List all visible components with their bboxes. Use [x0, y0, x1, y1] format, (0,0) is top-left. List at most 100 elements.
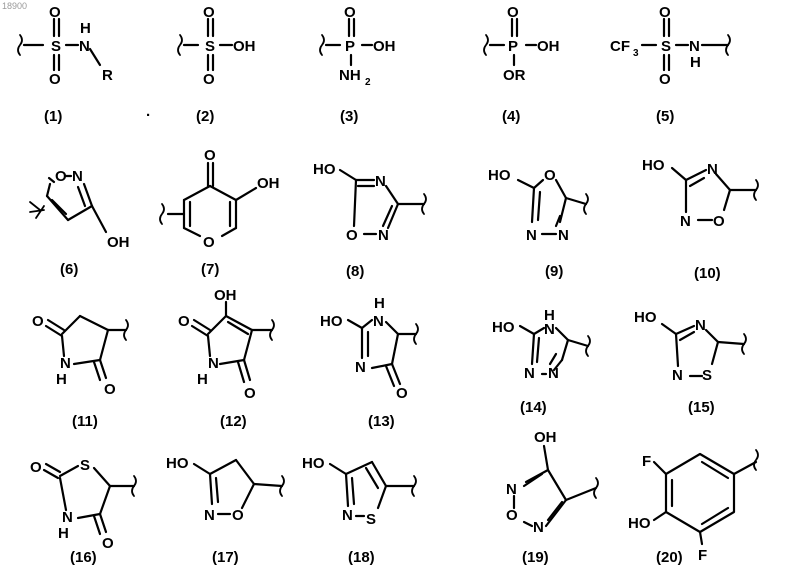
atom-ho: HO [320, 313, 343, 330]
atom-o: O [506, 507, 518, 524]
atom-n-bottom: N [680, 213, 691, 230]
atom-o: O [713, 213, 725, 230]
caption-16: (16) [70, 549, 97, 566]
atom-n: N [689, 38, 700, 55]
caption-11: (11) [72, 413, 98, 430]
subscript-2: 2 [365, 77, 371, 88]
atom-ho: HO [642, 157, 665, 174]
atom-oh: OH [233, 38, 256, 55]
atom-n-right: N [548, 365, 559, 382]
atom-n-left: N [524, 365, 535, 382]
atom-o: O [232, 507, 244, 524]
atom-o-bottom: O [203, 71, 215, 88]
caption-1: (1) [44, 108, 62, 125]
caption-9: (9) [545, 263, 563, 280]
atom-n-bottom: N [672, 367, 683, 384]
atom-h: H [197, 371, 208, 388]
atom-h: H [56, 371, 67, 388]
atom-o-carbonyl: O [204, 147, 216, 164]
atom-o: O [507, 4, 519, 21]
atom-o-bottom: O [104, 381, 116, 398]
atom-oh: OH [214, 287, 237, 304]
atom-n: N [60, 355, 71, 372]
atom-r: R [102, 67, 113, 84]
caption-15: (15) [688, 399, 715, 416]
caption-5: (5) [656, 108, 674, 125]
atom-n-top: N [506, 481, 517, 498]
atom-o-bottom: O [244, 385, 256, 402]
atom-oh: OH [373, 38, 396, 55]
atom-s: S [51, 38, 61, 55]
caption-14: (14) [520, 399, 547, 416]
caption-18: (18) [348, 549, 375, 566]
atom-ho: HO [166, 455, 189, 472]
structure-6: O N OH (6) [30, 168, 130, 278]
atom-o: O [396, 385, 408, 402]
structure-19: OH N O N (19) [506, 429, 598, 566]
atom-o-left: O [178, 313, 190, 330]
caption-6: (6) [60, 261, 78, 278]
atom-h: H [690, 54, 701, 71]
structure-7: O OH O (7) [160, 147, 280, 278]
caption-17: (17) [212, 549, 239, 566]
atom-oh: OH [257, 175, 280, 192]
watermark: 18900 [2, 1, 27, 11]
atom-o: O [544, 167, 556, 184]
atom-o-ring: O [203, 234, 215, 251]
atom-n-bottom: N [533, 519, 544, 536]
structure-12: OH O N H O (12) [178, 287, 274, 430]
atom-o-bottom: O [659, 71, 671, 88]
atom-h: H [374, 295, 385, 312]
atom-n-top: N [375, 173, 386, 190]
atom-ho: HO [313, 161, 336, 178]
atom-n-top: N [373, 313, 384, 330]
atom-n-bottom: N [378, 227, 389, 244]
structure-8: HO N O N (8) [313, 161, 426, 280]
atom-s: S [661, 38, 671, 55]
atom-n-right: N [558, 227, 569, 244]
caption-13: (13) [368, 413, 395, 430]
atom-s: S [366, 511, 376, 528]
atom-ho: HO [488, 167, 511, 184]
atom-o: O [344, 4, 356, 21]
caption-7: (7) [201, 261, 219, 278]
atom-ho: HO [302, 455, 325, 472]
structure-1: O S O H N R (1) [18, 4, 113, 125]
atom-p: P [345, 38, 355, 55]
subscript-3: 3 [633, 48, 639, 59]
structure-5: CF 3 O S O N H (5) [610, 4, 730, 125]
atom-s: S [80, 457, 90, 474]
structure-3: O P OH NH 2 (3) [320, 4, 396, 125]
atom-o-bottom: O [49, 71, 61, 88]
atom-nh: NH [339, 67, 361, 84]
atom-n: N [342, 507, 353, 524]
atom-ho: HO [634, 309, 657, 326]
stray-dot: · [146, 107, 151, 124]
atom-f-bottom: F [698, 547, 707, 564]
atom-oh: OH [534, 429, 557, 446]
structure-11: O N H O (11) [32, 313, 128, 430]
caption-8: (8) [346, 263, 364, 280]
atom-f-top: F [642, 453, 651, 470]
atom-oh: OH [537, 38, 560, 55]
atom-h: H [58, 525, 69, 542]
atom-n-top: N [707, 161, 718, 178]
structure-15: HO N N S (15) [634, 309, 746, 416]
atom-ho: HO [628, 515, 651, 532]
caption-3: (3) [340, 108, 358, 125]
atom-oh: OH [107, 234, 130, 251]
atom-or: OR [503, 67, 526, 84]
atom-n: N [208, 355, 219, 372]
atom-o-bottom: O [102, 535, 114, 552]
atom-o: O [55, 168, 67, 185]
atom-o-top: O [659, 4, 671, 21]
caption-19: (19) [522, 549, 549, 566]
atom-n-left: N [526, 227, 537, 244]
atom-n: N [62, 509, 73, 526]
atom-o-top: O [32, 313, 44, 330]
caption-12: (12) [220, 413, 247, 430]
atom-h: H [80, 20, 91, 37]
atom-o: O [346, 227, 358, 244]
atom-o-left: O [30, 459, 42, 476]
atom-n: N [79, 38, 90, 55]
